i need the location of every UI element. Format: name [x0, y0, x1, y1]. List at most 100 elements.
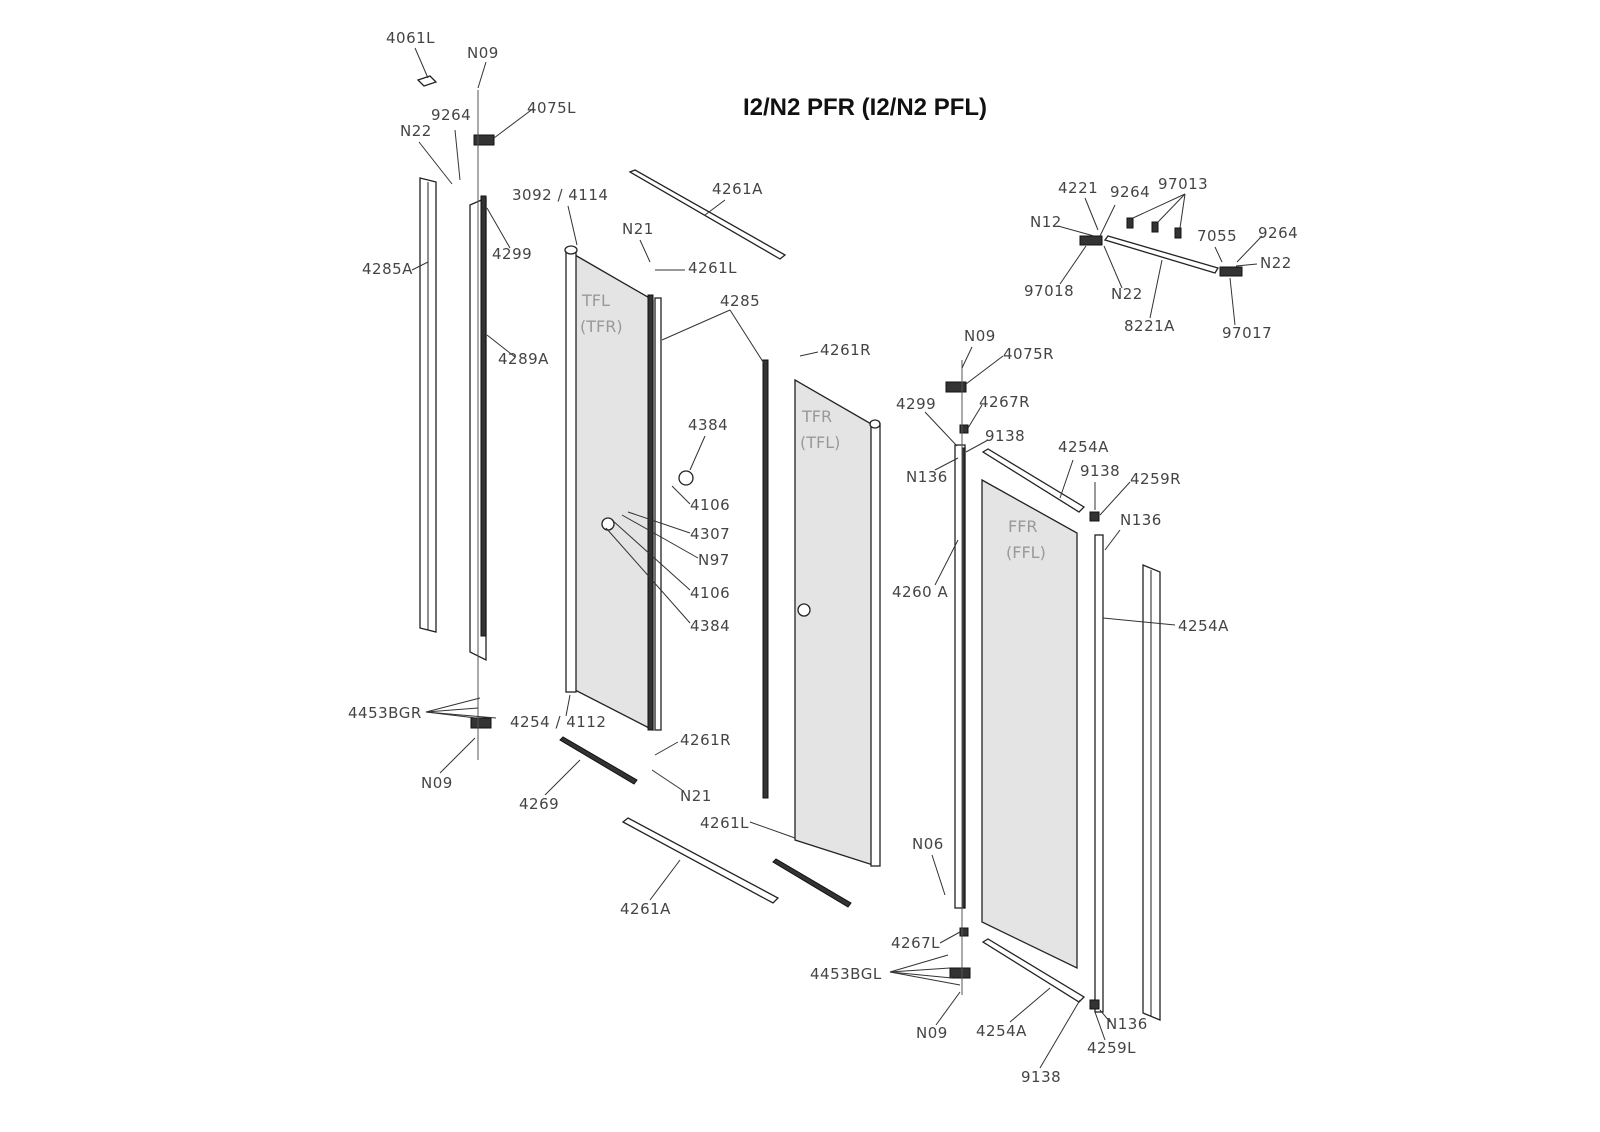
part-label: 97018 [1024, 282, 1074, 300]
seal-4285-b [762, 359, 769, 799]
leader-lines [411, 47, 1263, 1069]
bar-8221A [1103, 235, 1219, 274]
part-label: 4453BGL [810, 965, 882, 983]
part-label: 4221 [1058, 179, 1098, 197]
part-label: N21 [622, 220, 654, 238]
door-rod-right [870, 423, 881, 867]
part-label: 9138 [1080, 462, 1120, 480]
part-label: 4261A [620, 900, 671, 918]
part-labels: 4061L N09 4075L 9264 N22 3092 / 4114 426… [348, 29, 1298, 1086]
seal-4285-a [647, 294, 654, 731]
part-label: 4106 [690, 496, 730, 514]
part-label: 4254A [1058, 438, 1109, 456]
profile-4254A-side [1094, 534, 1104, 1013]
profile-4254A-bottom [981, 938, 1086, 1003]
rod-cap [564, 245, 578, 255]
hinge-4075L [473, 134, 495, 146]
part-label: 4384 [690, 617, 730, 635]
rail-4261A-bottom [621, 817, 780, 904]
part-label: 4307 [690, 525, 730, 543]
part-label: N22 [1111, 285, 1143, 303]
zone-ffr-alt: (FFL) [1006, 543, 1046, 562]
part-label: 4061L [386, 29, 435, 47]
rod-cap [869, 419, 881, 429]
rail-bottom-strip [772, 858, 852, 908]
part-label: 4261R [680, 731, 731, 749]
part-label: 3092 / 4114 [512, 186, 608, 204]
part-label: 97013 [1158, 175, 1208, 193]
profile-4254A-top [981, 448, 1086, 513]
seal-strip [654, 297, 662, 731]
part-label: 4453BGR [348, 704, 422, 722]
part-label: 4261L [688, 259, 737, 277]
part-label: N21 [680, 787, 712, 805]
part-label: 4289A [498, 350, 549, 368]
part-label: 4259L [1087, 1039, 1136, 1057]
part-label: N09 [421, 774, 453, 792]
door-panel-tfr [794, 378, 874, 866]
screw-97013-2 [1151, 221, 1159, 233]
part-label: 4260 A [892, 583, 948, 601]
part-label: N136 [906, 468, 948, 486]
knob-tfr [797, 603, 811, 617]
bracket-97017 [1219, 266, 1243, 277]
part-label: 4384 [688, 416, 728, 434]
door-rod-left [565, 251, 577, 693]
part-label: 9264 [1258, 224, 1298, 242]
part-label: 4075R [1003, 345, 1054, 363]
rail-4261A-top [628, 169, 787, 260]
bracket-97018 [1079, 235, 1103, 246]
part-label: 4075L [527, 99, 576, 117]
diagram-title: I2/N2 PFR (I2/N2 PFL) [743, 94, 987, 121]
seal-4299-left [480, 195, 487, 637]
part-label: 8221A [1124, 317, 1175, 335]
part-label: 97017 [1222, 324, 1272, 342]
hinge-4075R [945, 381, 967, 393]
part-label: 4106 [690, 584, 730, 602]
part-label: 9138 [1021, 1068, 1061, 1086]
part-label: 4261A [712, 180, 763, 198]
part-label: N12 [1030, 213, 1062, 231]
part-label: 4261R [820, 341, 871, 359]
part-label: 7055 [1197, 227, 1237, 245]
clip-4267R [959, 424, 969, 434]
part-4061L [416, 75, 438, 87]
hinge-4453BGL [949, 967, 971, 979]
part-label: N06 [912, 835, 944, 853]
part-label: 4254A [1178, 617, 1229, 635]
clip-4267L [959, 927, 969, 937]
knob-4384-outer [678, 470, 694, 486]
part-label: 9264 [1110, 183, 1150, 201]
part-label: 4299 [896, 395, 936, 413]
zone-tfr-alt: (TFL) [800, 433, 840, 452]
part-label: N22 [1260, 254, 1292, 272]
part-label: 4285 [720, 292, 760, 310]
part-label: N09 [964, 327, 996, 345]
parts [416, 75, 1243, 1021]
part-label: 4267R [979, 393, 1030, 411]
part-label: N09 [916, 1024, 948, 1042]
zone-tfl-alt: (TFR) [580, 317, 623, 336]
screw-97013-1 [1126, 217, 1134, 229]
part-label: N136 [1120, 511, 1162, 529]
fixed-panel-ffr [981, 478, 1078, 970]
screw-97013-3 [1174, 227, 1182, 239]
part-label: N136 [1106, 1015, 1148, 1033]
part-label: N22 [400, 122, 432, 140]
clip-4259L [1089, 999, 1100, 1010]
part-label: 9138 [985, 427, 1025, 445]
part-label: N97 [698, 551, 730, 569]
part-label: 4254A [976, 1022, 1027, 1040]
rail-4269 [559, 736, 638, 785]
part-label: N09 [467, 44, 499, 62]
part-label: 4259R [1130, 470, 1181, 488]
part-label: 4261L [700, 814, 749, 832]
part-label: 4254 / 4112 [510, 713, 606, 731]
part-label: 4267L [891, 934, 940, 952]
part-label: 4269 [519, 795, 559, 813]
part-label: 4299 [492, 245, 532, 263]
part-label: 4285A [362, 260, 413, 278]
zone-ffr: FFR [1008, 517, 1038, 536]
